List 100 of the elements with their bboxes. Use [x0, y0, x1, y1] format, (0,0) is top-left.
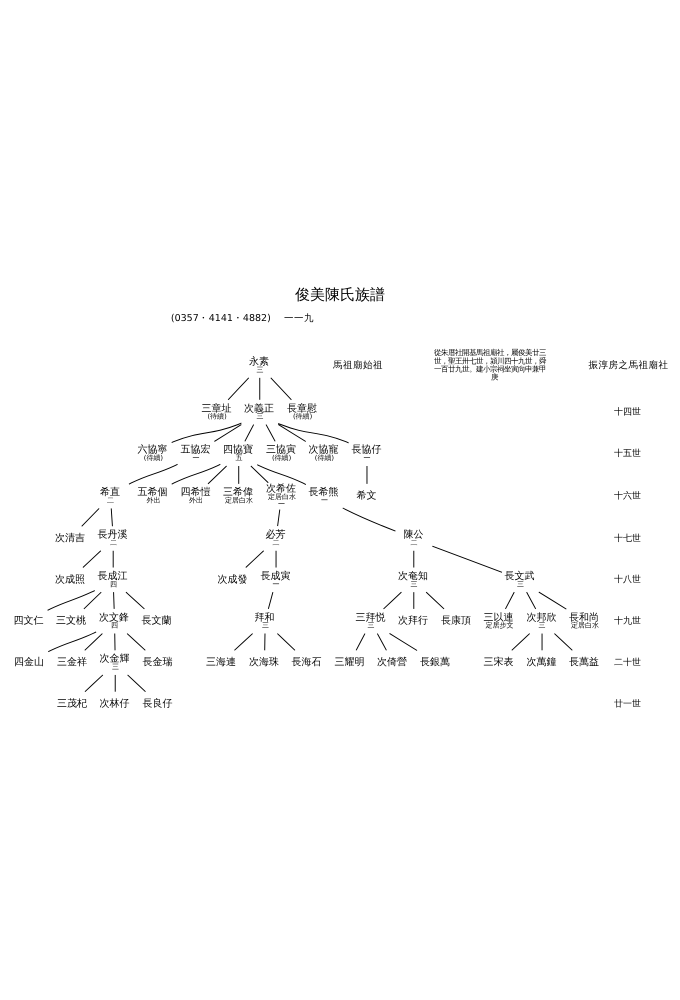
node-text: 永素	[249, 356, 270, 367]
connector	[47, 590, 96, 610]
node-text: 希直	[100, 486, 120, 498]
node-text: 長銀萬	[420, 656, 450, 668]
connector	[342, 507, 396, 531]
connector	[504, 591, 515, 609]
connector	[542, 632, 543, 650]
connector	[432, 545, 502, 572]
node-text: 長協仔	[351, 444, 382, 456]
connector	[128, 463, 178, 484]
connector	[171, 463, 221, 484]
connector	[389, 632, 418, 650]
node-text: 次奄知	[398, 570, 428, 582]
node-text: 長文武	[504, 570, 535, 582]
label: 振淳房之馬祖廟社	[588, 359, 669, 370]
connector	[526, 591, 536, 609]
node-text: 三金祥	[56, 656, 87, 668]
node-text: 三希偉	[223, 486, 254, 498]
connector	[413, 591, 414, 609]
node-text: 三耀明	[334, 656, 364, 668]
connector	[356, 632, 366, 650]
label: 十八世	[614, 574, 642, 585]
connector	[112, 550, 114, 568]
label: 十九世	[614, 616, 642, 626]
connector	[238, 465, 240, 484]
connector	[268, 591, 274, 609]
node-text: 三海連	[206, 656, 236, 668]
node-text: 三茂杞	[56, 698, 87, 709]
connector	[511, 632, 530, 650]
connector	[259, 376, 260, 400]
connector	[278, 422, 350, 443]
connector	[125, 591, 145, 609]
connector	[48, 630, 97, 652]
node-text: 長成江	[98, 570, 128, 582]
label: 十六世	[614, 490, 642, 501]
connector	[278, 423, 306, 442]
node-text: 拜和	[254, 612, 275, 623]
label: 十五世	[614, 448, 642, 458]
connector	[250, 465, 269, 483]
diagram-title: 俊美陳氏族譜	[295, 284, 385, 303]
connector	[413, 550, 414, 568]
node-text: 次成發	[218, 574, 248, 585]
node-text: 次希佐	[266, 483, 296, 494]
node-text: 長海石	[292, 656, 322, 668]
connector	[114, 632, 116, 650]
connector	[126, 632, 146, 650]
label: 一一九	[284, 312, 314, 324]
node-text: 次義正	[244, 402, 274, 414]
label: 廿一世	[614, 698, 642, 709]
connector	[84, 674, 104, 692]
node-text: 四金山	[14, 656, 44, 668]
node-text: 三協寅	[266, 444, 296, 456]
node-text: 必芳	[266, 528, 286, 540]
node-text: 長良仔	[142, 698, 172, 709]
connector	[114, 674, 116, 692]
node-text: 長希熊	[308, 486, 339, 498]
node-text: 次林仔	[100, 698, 130, 709]
connector	[256, 464, 306, 485]
connector	[266, 424, 276, 442]
connector	[554, 632, 573, 650]
connector	[208, 465, 228, 484]
connector	[244, 424, 254, 442]
node-text: 四文仁	[13, 615, 44, 626]
node-text: 長金瑞	[142, 656, 172, 668]
connector	[277, 508, 280, 526]
node-text: 三文桃	[56, 615, 86, 626]
node-text: 次清吉	[54, 532, 85, 544]
node-text: 次金輝	[100, 653, 130, 664]
connector	[83, 591, 102, 609]
node-text: 三章址	[201, 402, 232, 414]
connector	[214, 424, 242, 442]
node-text: 六協寧	[138, 444, 168, 456]
node-text: 次拜行	[398, 615, 428, 626]
connector	[228, 376, 250, 400]
node-text: 次萬鐘	[526, 656, 556, 668]
node-text: 次海珠	[248, 656, 279, 668]
connector	[376, 632, 387, 650]
connector	[538, 591, 567, 610]
label: 十四世	[614, 407, 642, 418]
node-text: 次文鋒	[98, 612, 129, 623]
connector	[84, 632, 103, 650]
node-text: 希文	[356, 490, 376, 501]
connector	[245, 550, 264, 568]
node-text: 四希愷	[180, 486, 210, 498]
node-text: 長成寅	[260, 570, 290, 582]
node-text: 長康頂	[440, 615, 471, 626]
node-text: 三宋表	[484, 656, 514, 668]
connector	[82, 550, 102, 568]
label: 馬祖廟始祖	[333, 359, 384, 370]
node-text: 長章慰	[286, 402, 317, 414]
label: 二十世	[614, 657, 642, 668]
node-text: 五協宏	[180, 444, 210, 456]
node-text: 次倚營	[377, 656, 408, 668]
connector	[127, 674, 146, 692]
connector	[234, 632, 254, 650]
connector	[113, 591, 115, 609]
connector	[276, 550, 277, 568]
node-text: 三拜悦	[355, 612, 386, 623]
label: 十七世	[614, 533, 642, 544]
connector	[270, 376, 292, 400]
